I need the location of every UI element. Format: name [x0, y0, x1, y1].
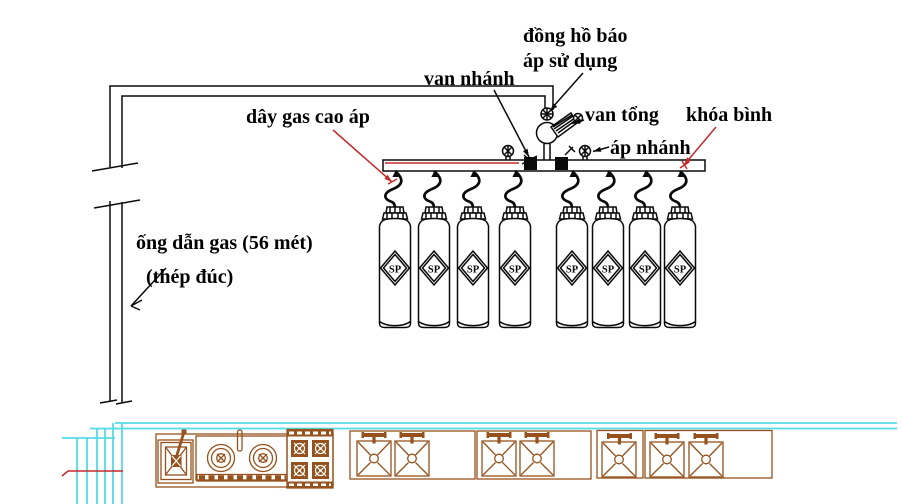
svg-text:SP: SP — [639, 265, 652, 276]
gas-cylinder: SP — [628, 168, 662, 329]
svg-text:SP: SP — [674, 265, 687, 276]
svg-text:SP: SP — [566, 265, 579, 276]
gas-cylinder: SP — [498, 168, 532, 329]
label-hp-hose: dây gas cao áp — [246, 106, 370, 128]
gas-cylinder: SP — [555, 168, 589, 329]
label-branch-pressure: áp nhánh — [610, 137, 691, 159]
branch-valve-right — [555, 157, 568, 170]
manifold-bar — [382, 145, 706, 172]
gas-cylinder: SP — [456, 168, 490, 329]
svg-text:SP: SP — [467, 265, 480, 276]
label-main-valve: van tổng — [585, 104, 659, 126]
gas-pipe — [91, 85, 554, 405]
label-gas-pipe: ống dẫn gas (56 mét) — [136, 232, 313, 254]
gas-cylinder: SP — [663, 168, 697, 329]
label-branch-valve: van nhánh — [424, 68, 515, 90]
svg-text:SP: SP — [509, 265, 522, 276]
label-cylinder-lock: khóa bình — [686, 104, 773, 126]
label-usage-gauge: đồng hồ báo áp sử dụng — [523, 25, 628, 72]
branch-gauge-left — [501, 144, 515, 160]
gas-cylinder: SP — [591, 168, 625, 329]
svg-text:SP: SP — [389, 265, 402, 276]
floor-dimension-line — [61, 470, 123, 477]
leader-lines — [130, 72, 717, 311]
stove-unit — [155, 428, 334, 489]
svg-text:SP: SP — [602, 265, 615, 276]
main-valve-assembly — [535, 107, 584, 160]
gas-cylinder: SP — [417, 168, 451, 329]
branch-gauge-right — [578, 144, 592, 160]
svg-text:SP: SP — [428, 265, 441, 276]
sink-unit — [349, 429, 773, 480]
gas-cylinder: SP — [378, 168, 412, 329]
kitchen-equipment — [155, 428, 773, 489]
gas-cylinder-row: SP SP SP SP SP SP SP SP — [378, 168, 697, 329]
label-pipe-material: (thép đúc) — [146, 266, 234, 288]
branch-valve-left — [524, 157, 537, 170]
